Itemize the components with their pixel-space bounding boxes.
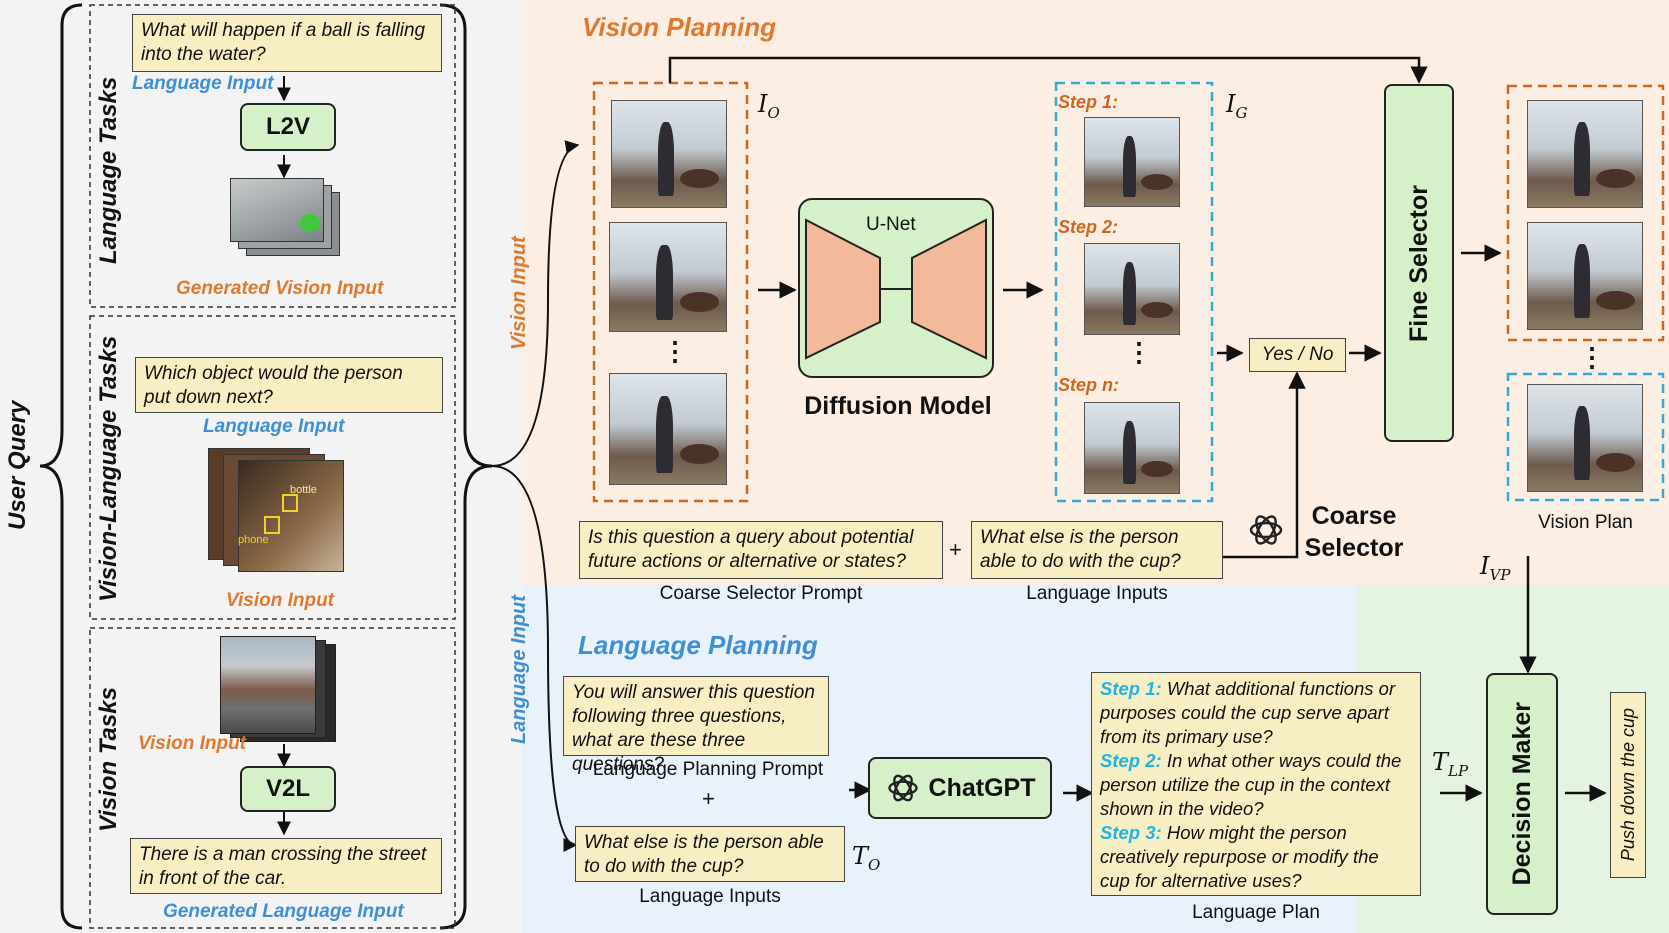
io-frame-3 [609, 373, 727, 485]
fine-selector: Fine Selector [1384, 84, 1454, 442]
ig-frame-3 [1084, 402, 1180, 494]
coarse-selector-label: Coarse Selector [1304, 502, 1404, 562]
coarse-selector-prompt: Is this question a query about potential… [579, 521, 943, 579]
language-plan-label: Language Plan [1192, 902, 1320, 923]
vp-language-inputs-label: Language Inputs [1026, 583, 1168, 604]
coarse-selector-prompt-label: Coarse Selector Prompt [659, 583, 863, 604]
ig-ellipsis: ⋮ [1126, 337, 1152, 367]
io-label: IO [758, 90, 780, 122]
step-2-label: Step 2: [1058, 217, 1119, 237]
ivp-label: IVP [1480, 552, 1511, 584]
vp-language-inputs: What else is the person able to do with … [971, 521, 1223, 579]
openai-icon [1246, 510, 1286, 550]
ig-frame-2 [1084, 243, 1180, 335]
language-plus: + [702, 786, 715, 811]
language-plan-box: Step 1: What additional functions or pur… [1091, 672, 1421, 896]
generated-vision-input-label: Generated Vision Input [176, 278, 384, 299]
io-frame-2 [609, 222, 727, 332]
vp-frame-3 [1527, 384, 1643, 492]
ig-label: IG [1226, 90, 1248, 122]
ig-frame-1 [1084, 117, 1180, 207]
plan-step-3: Step 3: How might the person creatively … [1100, 822, 1379, 891]
vp-frame-1 [1527, 100, 1643, 208]
vp-ellipsis: ⋮ [1579, 342, 1605, 372]
coarse-plus: + [949, 537, 962, 562]
lp-language-inputs-label: Language Inputs [639, 886, 781, 907]
chatgpt-box: ChatGPT [868, 757, 1052, 819]
l2v-model: L2V [240, 103, 336, 151]
step-1-label: Step 1: [1058, 92, 1119, 112]
generated-language-input-label: Generated Language Input [163, 901, 404, 922]
language-planning-title: Language Planning [578, 630, 818, 660]
chatgpt-label: ChatGPT [928, 773, 1036, 802]
water-splash-image [230, 178, 340, 256]
io-ellipsis: ⋮ [662, 336, 688, 366]
vision-task-input-label: Vision Input [138, 733, 247, 754]
language-task-question: What will happen if a ball is falling in… [132, 14, 442, 72]
decision-output: Push down the cup [1610, 692, 1646, 878]
step-n-label: Step n: [1058, 375, 1119, 395]
v2l-model: V2L [240, 766, 336, 812]
language-input-label: Language Input [132, 73, 274, 94]
io-frame-1 [611, 100, 727, 208]
vl-language-input-label: Language Input [203, 416, 345, 437]
chatgpt-icon [887, 774, 918, 802]
decision-maker: Decision Maker [1486, 673, 1558, 915]
vl-vision-input-label: Vision Input [226, 590, 335, 611]
user-query-brace [39, 3, 83, 930]
yes-no-box: Yes / No [1249, 338, 1346, 372]
lp-language-inputs: What else is the person able to do with … [575, 826, 845, 882]
vision-planning-title: Vision Planning [582, 12, 777, 42]
street-frames [220, 636, 336, 744]
bottle-tag: bottle [290, 484, 317, 496]
vl-task-question: Which object would the person put down n… [135, 357, 443, 413]
vision-task-output: There is a man crossing the street in fr… [130, 838, 442, 894]
to-label: TO [852, 842, 881, 874]
unet-label: U-Net [866, 214, 916, 235]
vl-video-frames: bottle phone [208, 448, 344, 572]
phone-tag: phone [238, 534, 269, 546]
plan-step-2: Step 2: In what other ways could the per… [1100, 750, 1402, 819]
vision-plan-label: Vision Plan [1538, 512, 1633, 533]
tlp-label: TLP [1432, 748, 1469, 780]
plan-step-1: Step 1: What additional functions or pur… [1100, 678, 1396, 747]
language-planning-prompt: You will answer this question following … [563, 676, 829, 775]
language-planning-prompt-label: Language Planning Prompt [592, 759, 824, 780]
diffusion-model-label: Diffusion Model [804, 392, 992, 420]
vp-frame-2 [1527, 222, 1643, 330]
